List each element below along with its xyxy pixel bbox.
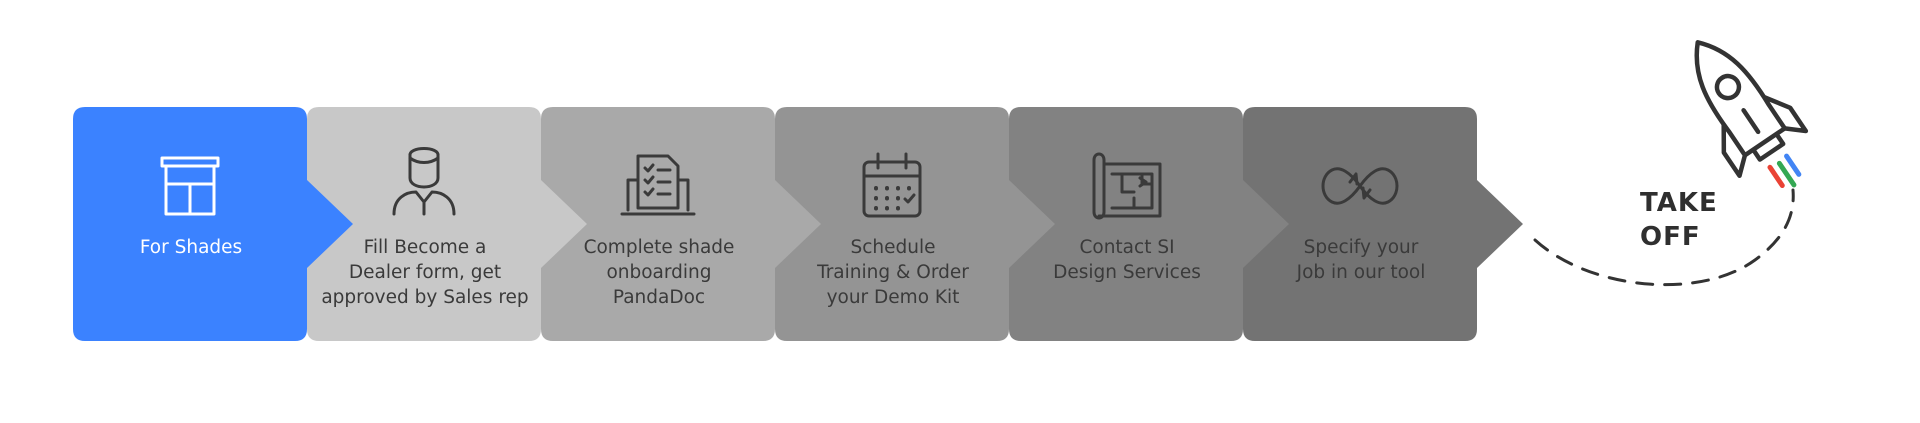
takeoff-trajectory <box>1533 188 1795 287</box>
person-icon <box>392 147 456 216</box>
blueprint-icon <box>1092 152 1162 220</box>
checklist-laptop-icon <box>620 154 696 216</box>
flame-green <box>1776 160 1797 188</box>
step-panel-5 <box>1009 107 1289 341</box>
flame-blue <box>1784 153 1802 177</box>
step-label-6: Specify your Job in our tool <box>1296 237 1426 283</box>
window-shade-icon <box>160 156 220 216</box>
takeoff-label: TAKE OFF <box>1640 188 1718 252</box>
step-label-3: Complete shade onboarding PandaDoc <box>583 237 735 308</box>
infinity-loop-icon <box>1321 167 1399 205</box>
calendar-icon <box>862 152 922 218</box>
rocket-icon <box>1694 40 1809 189</box>
step-panel-4 <box>775 107 1055 341</box>
step-label-4: Schedule Training & Order your Demo Kit <box>817 237 969 308</box>
step-panel-3 <box>541 107 821 341</box>
flame-red <box>1767 164 1785 189</box>
step-panel-6 <box>1243 107 1523 341</box>
step-label-2: Fill Become a Dealer form, get approved … <box>321 237 529 308</box>
step-label-5: Contact SI Design Services <box>1053 237 1201 283</box>
step-panel-2 <box>307 107 587 341</box>
step-label-1: For Shades <box>139 237 243 258</box>
step-panel-1 <box>73 107 353 341</box>
